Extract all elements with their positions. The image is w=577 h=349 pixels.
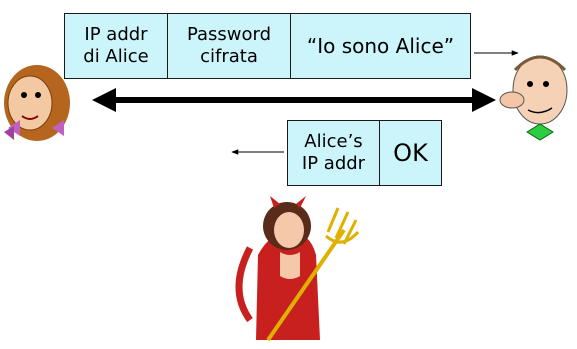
msg-claim-cell: “Io sono Alice”	[290, 13, 471, 79]
msg-password-cell: Password cifrata	[167, 13, 291, 79]
reply-ok-cell: OK	[379, 120, 442, 186]
reply-ip-cell: Alice’s IP addr	[287, 120, 380, 186]
bob-figure	[499, 55, 568, 141]
connection-double-arrow	[92, 88, 496, 112]
msg-ip-cell: IP addr di Alice	[64, 13, 168, 79]
alice-figure	[4, 65, 70, 141]
devil-figure	[235, 196, 360, 342]
